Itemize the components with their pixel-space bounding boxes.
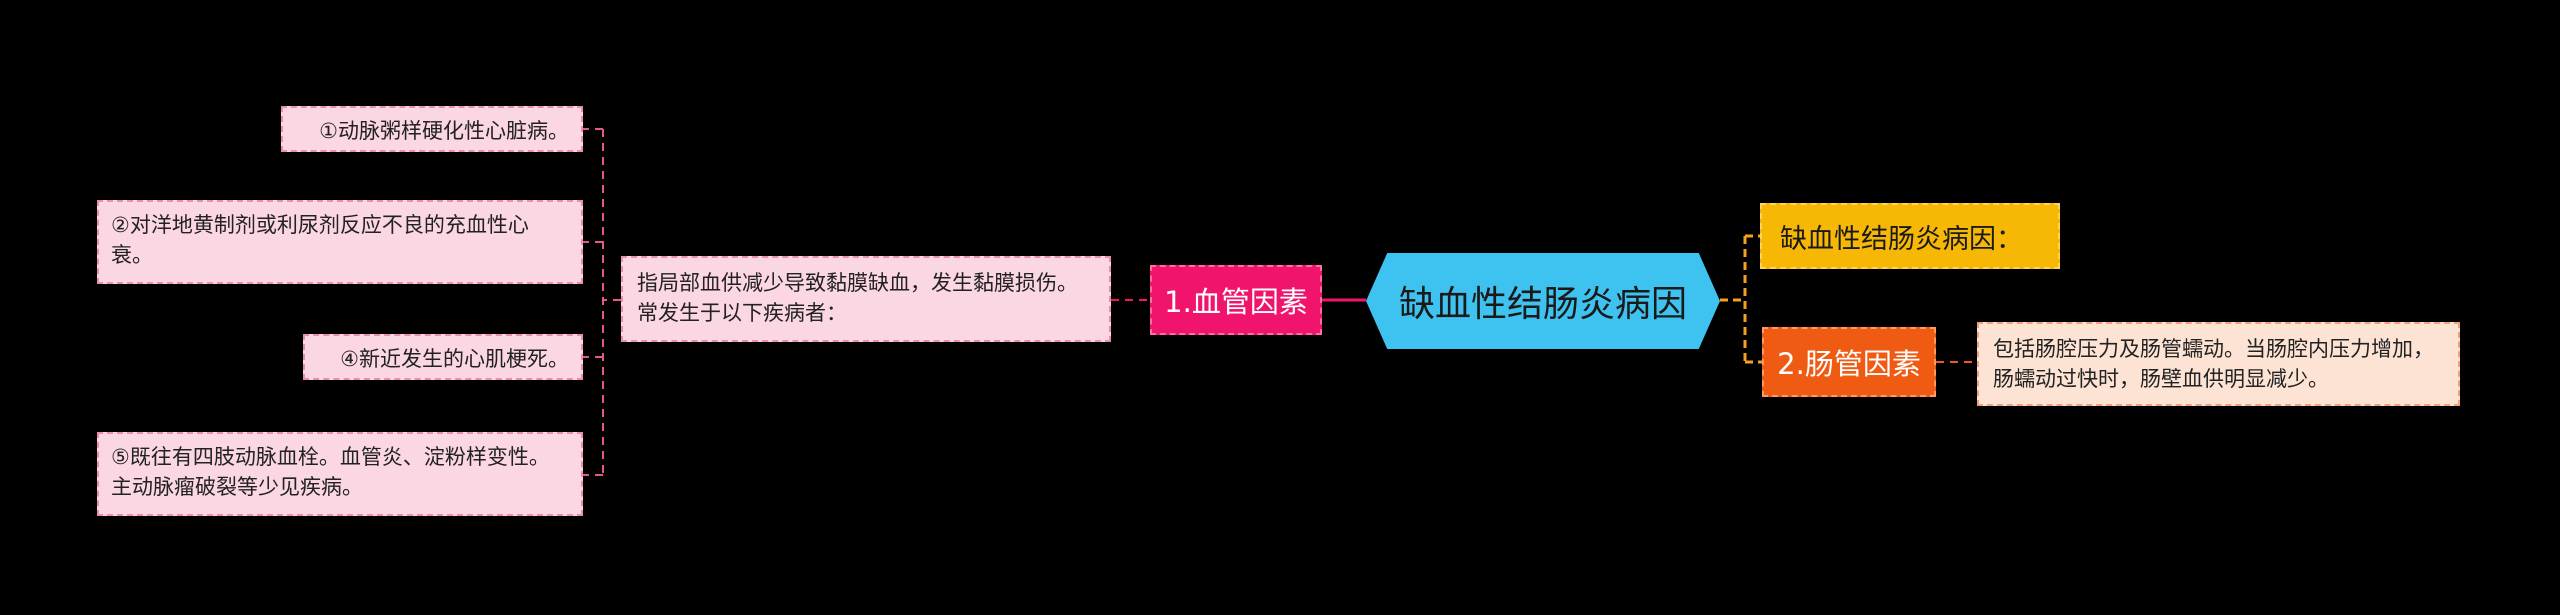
vascular-description[interactable]: 指局部血供减少导致黏膜缺血，发生黏膜损伤。常发生于以下疾病者：	[621, 256, 1111, 342]
vascular-item-2[interactable]: ②对洋地黄制剂或利尿剂反应不良的充血性心衰。	[97, 200, 583, 284]
vascular-description-text: 指局部血供减少导致黏膜缺血，发生黏膜损伤。常发生于以下疾病者：	[637, 271, 1078, 325]
connector-center-right	[1720, 234, 1762, 364]
intestinal-description[interactable]: 包括肠腔压力及肠管蠕动。当肠腔内压力增加，肠蠕动过快时，肠壁血供明显减少。	[1977, 322, 2460, 406]
branch-vascular-label: 1.血管因素	[1164, 285, 1308, 319]
intestinal-description-text: 包括肠腔压力及肠管蠕动。当肠腔内压力增加，肠蠕动过快时，肠壁血供明显减少。	[1993, 337, 2434, 391]
branch-cause-title-label: 缺血性结肠炎病因：	[1780, 223, 2023, 255]
branch-cause-title[interactable]: 缺血性结肠炎病因：	[1760, 203, 2060, 269]
vascular-item-3[interactable]: ④新近发生的心肌梗死。	[303, 334, 583, 380]
vascular-item-3-text: ④新近发生的心肌梗死。	[340, 347, 569, 371]
central-topic[interactable]: 缺血性结肠炎病因	[1366, 253, 1720, 349]
branch-vascular[interactable]: 1.血管因素	[1150, 265, 1322, 335]
connector-description-leaves	[583, 128, 621, 476]
branch-intestinal-label: 2.肠管因素	[1777, 347, 1921, 381]
branch-intestinal[interactable]: 2.肠管因素	[1762, 327, 1936, 397]
vascular-item-2-text: ②对洋地黄制剂或利尿剂反应不良的充血性心衰。	[111, 213, 529, 267]
vascular-item-4[interactable]: ⑤既往有四肢动脉血栓。血管炎、淀粉样变性。主动脉瘤破裂等少见疾病。	[97, 432, 583, 516]
central-topic-label: 缺血性结肠炎病因	[1398, 284, 1687, 325]
vascular-item-1-text: ①动脉粥样硬化性心脏病。	[319, 119, 569, 143]
vascular-item-1[interactable]: ①动脉粥样硬化性心脏病。	[281, 106, 583, 152]
vascular-item-4-text: ⑤既往有四肢动脉血栓。血管炎、淀粉样变性。主动脉瘤破裂等少见疾病。	[111, 445, 550, 499]
